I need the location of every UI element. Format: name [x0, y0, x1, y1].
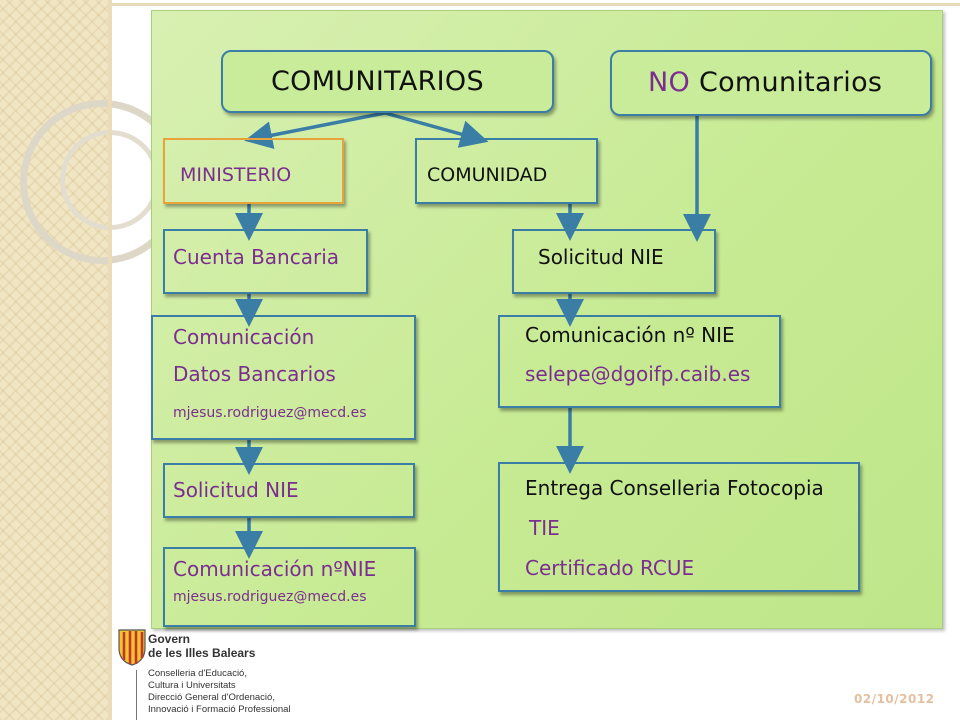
email-ministerio-1: mjesus.rodriguez@mecd.es — [173, 405, 367, 421]
solicitud-nie-right-label: Solicitud NIE — [538, 245, 664, 269]
comunitarios-title: COMUNITARIOS — [271, 66, 484, 97]
ministerio-label: MINISTERIO — [180, 164, 292, 186]
cuenta-bancaria-label: Cuenta Bancaria — [173, 245, 340, 269]
strip-edge — [108, 0, 112, 720]
govern-shield-icon — [118, 629, 146, 666]
dept-line2: Cultura i Universitats — [148, 680, 236, 691]
top-line — [112, 3, 960, 6]
email-ministerio-2: mjesus.rodriguez@mecd.es — [173, 589, 367, 605]
no-comunitarios-box: NO Comunitarios — [610, 50, 932, 116]
logo-divider — [136, 670, 137, 720]
datos-bancarios-label: Datos Bancarios — [173, 362, 336, 386]
govern-line1: Govern — [148, 632, 191, 646]
cuenta-bancaria-box: Cuenta Bancaria — [163, 229, 368, 294]
solicitud-nie-left-label: Solicitud NIE — [173, 478, 299, 502]
comunitarios-box: COMUNITARIOS — [221, 50, 554, 113]
comunidad-box: COMUNIDAD — [415, 138, 598, 204]
comunicacion-nie-left-label: Comunicación nºNIE — [173, 557, 377, 581]
certificado-label: Certificado RCUE — [525, 556, 695, 580]
comunicacion-nie-left-box: Comunicación nºNIE mjesus.rodriguez@mecd… — [163, 547, 416, 627]
comunidad-label: COMUNIDAD — [427, 164, 548, 186]
entrega-box: Entrega Conselleria Fotocopia TIE Certif… — [498, 462, 860, 592]
dept-line4: Innovació i Formació Professional — [148, 704, 291, 715]
ministerio-box: MINISTERIO — [163, 138, 344, 204]
comunicacion-nie-right-label: Comunicación nº NIE — [525, 323, 735, 347]
no-comunitarios-title: NO Comunitarios — [648, 67, 882, 98]
entrega-label: Entrega Conselleria Fotocopia — [525, 476, 824, 500]
solicitud-nie-left-box: Solicitud NIE — [163, 463, 415, 518]
comunicacion-datos-box: Comunicación Datos Bancarios mjesus.rodr… — [151, 315, 416, 440]
govern-line2: de les Illes Balears — [148, 646, 256, 660]
comunicacion-label: Comunicación — [173, 325, 315, 349]
comunicacion-nie-right-box: Comunicación nº NIE selepe@dgoifp.caib.e… — [498, 315, 781, 408]
department-name: Conselleria d'Educació, Cultura i Univer… — [148, 668, 291, 716]
email-conselleria: selepe@dgoifp.caib.es — [525, 362, 751, 386]
tie-label: TIE — [529, 516, 560, 540]
no-rest: Comunitarios — [698, 67, 883, 98]
no-prefix: NO — [648, 67, 691, 98]
dept-line3: Direcció General d'Ordenació, — [148, 692, 275, 703]
slide-date: 02/10/2012 — [854, 692, 935, 706]
govern-name: Govern de les Illes Balears — [148, 632, 255, 660]
solicitud-nie-right-box: Solicitud NIE — [512, 229, 716, 294]
dept-line1: Conselleria d'Educació, — [148, 668, 247, 679]
govern-logo: Govern de les Illes Balears Conselleria … — [112, 628, 312, 720]
